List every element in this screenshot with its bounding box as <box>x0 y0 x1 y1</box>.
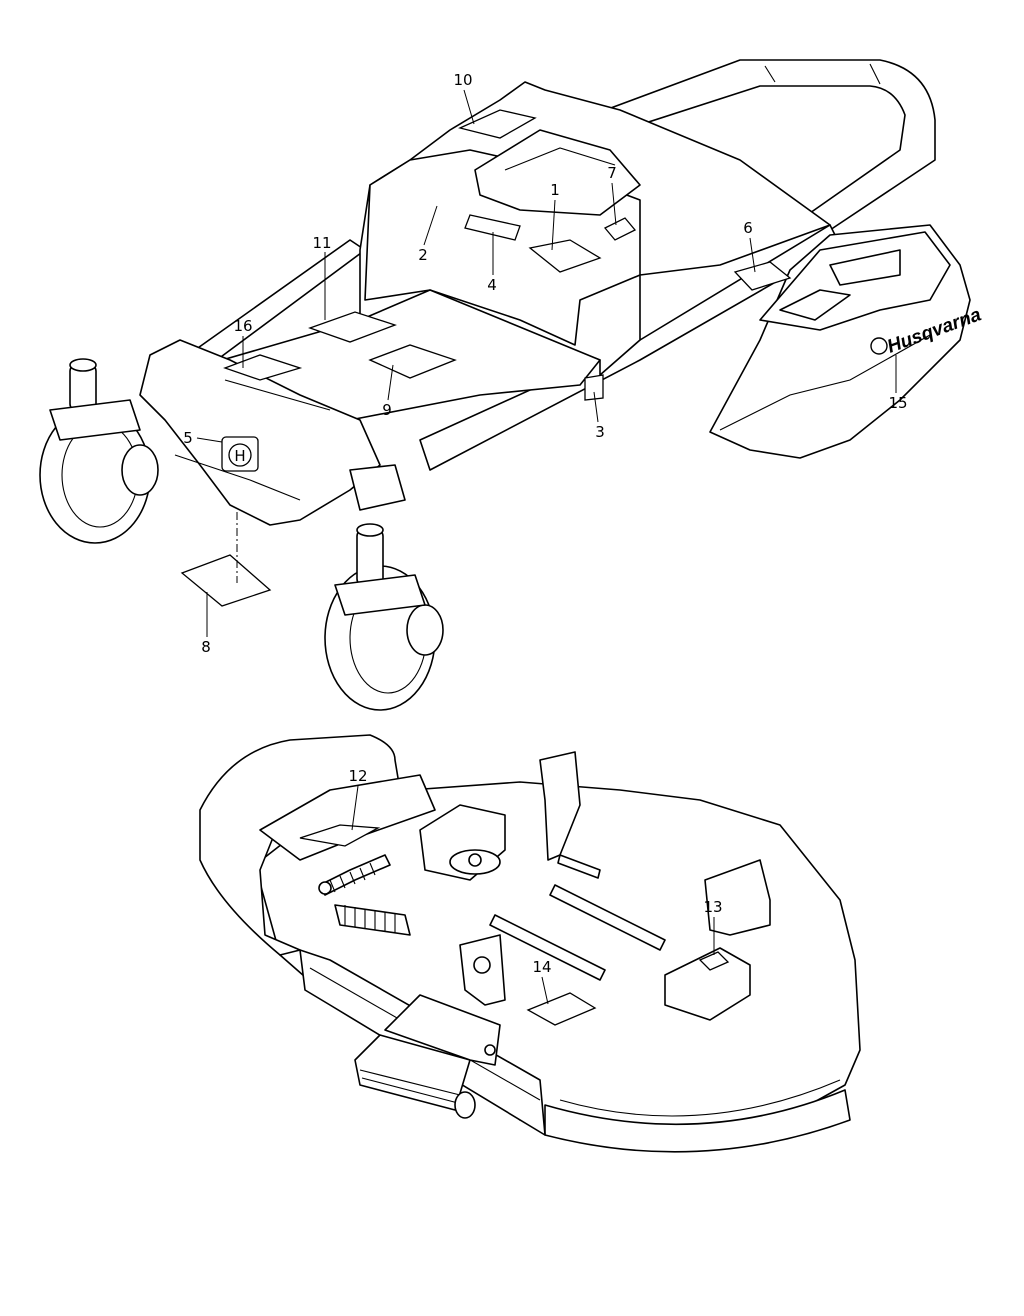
svg-text:H: H <box>234 447 245 465</box>
callout-16: 16 <box>233 317 253 368</box>
svg-text:5: 5 <box>183 429 193 447</box>
callout-2: 2 <box>418 205 438 264</box>
callout-8: 8 <box>201 592 211 656</box>
decal-16 <box>223 354 303 381</box>
svg-text:8: 8 <box>201 638 211 656</box>
decal-1 <box>528 239 602 273</box>
spindle-cover <box>664 947 751 1021</box>
callouts: 10 1 7 2 4 11 6 16 <box>183 71 908 1005</box>
decal-12 <box>299 824 381 847</box>
tension-spring <box>318 854 411 936</box>
decal-6 <box>733 261 792 291</box>
svg-text:13: 13 <box>703 898 722 916</box>
callout-14: 14 <box>532 958 552 1005</box>
decal-10 <box>458 109 537 139</box>
callout-4: 4 <box>487 232 497 294</box>
callout-6: 6 <box>743 219 756 273</box>
deck-front-skirt <box>544 1089 851 1153</box>
mower-deck <box>199 734 861 1153</box>
decal-7 <box>603 217 637 241</box>
svg-text:3: 3 <box>595 423 605 441</box>
mower-chassis: H Husqvarna <box>39 59 984 711</box>
callout-15: 15 <box>888 355 908 412</box>
callout-12: 12 <box>348 767 368 831</box>
callout-13: 13 <box>703 898 723 955</box>
callout-3: 3 <box>593 391 605 441</box>
right-mount-bracket <box>704 859 771 936</box>
svg-text:14: 14 <box>532 958 551 976</box>
callout-10: 10 <box>453 71 475 125</box>
svg-text:9: 9 <box>382 401 392 419</box>
decal-14 <box>526 992 597 1026</box>
svg-text:16: 16 <box>233 317 252 335</box>
seat-opening <box>474 129 641 216</box>
deck-slot-3 <box>557 854 601 879</box>
left-caster-wheel <box>39 358 159 544</box>
decal-8 <box>180 554 272 607</box>
callout-1: 1 <box>550 181 560 251</box>
svg-text:4: 4 <box>487 276 497 294</box>
svg-text:11: 11 <box>312 234 331 252</box>
svg-text:12: 12 <box>348 767 367 785</box>
bumper-logo-emblem: H <box>221 436 259 472</box>
svg-text:10: 10 <box>453 71 472 89</box>
svg-text:2: 2 <box>418 246 428 264</box>
deck-slot-1 <box>489 914 606 981</box>
anti-scalp-roller <box>354 994 501 1119</box>
deck-slot-2 <box>549 884 666 951</box>
svg-text:6: 6 <box>743 219 753 237</box>
callout-7: 7 <box>607 164 617 226</box>
rear-fender-cover: Husqvarna <box>709 224 984 459</box>
right-caster-wheel <box>324 464 444 711</box>
svg-text:1: 1 <box>550 181 560 199</box>
callout-5: 5 <box>183 429 223 447</box>
svg-text:15: 15 <box>888 394 907 412</box>
decal-9 <box>368 344 457 379</box>
decal-13 <box>698 951 730 971</box>
callout-11: 11 <box>312 234 332 320</box>
chassis-decals <box>180 109 792 607</box>
svg-text:7: 7 <box>607 164 617 182</box>
decal-11 <box>308 311 397 343</box>
callout-9: 9 <box>382 364 394 419</box>
decal-3 <box>584 374 604 401</box>
decal-4 <box>464 214 521 241</box>
